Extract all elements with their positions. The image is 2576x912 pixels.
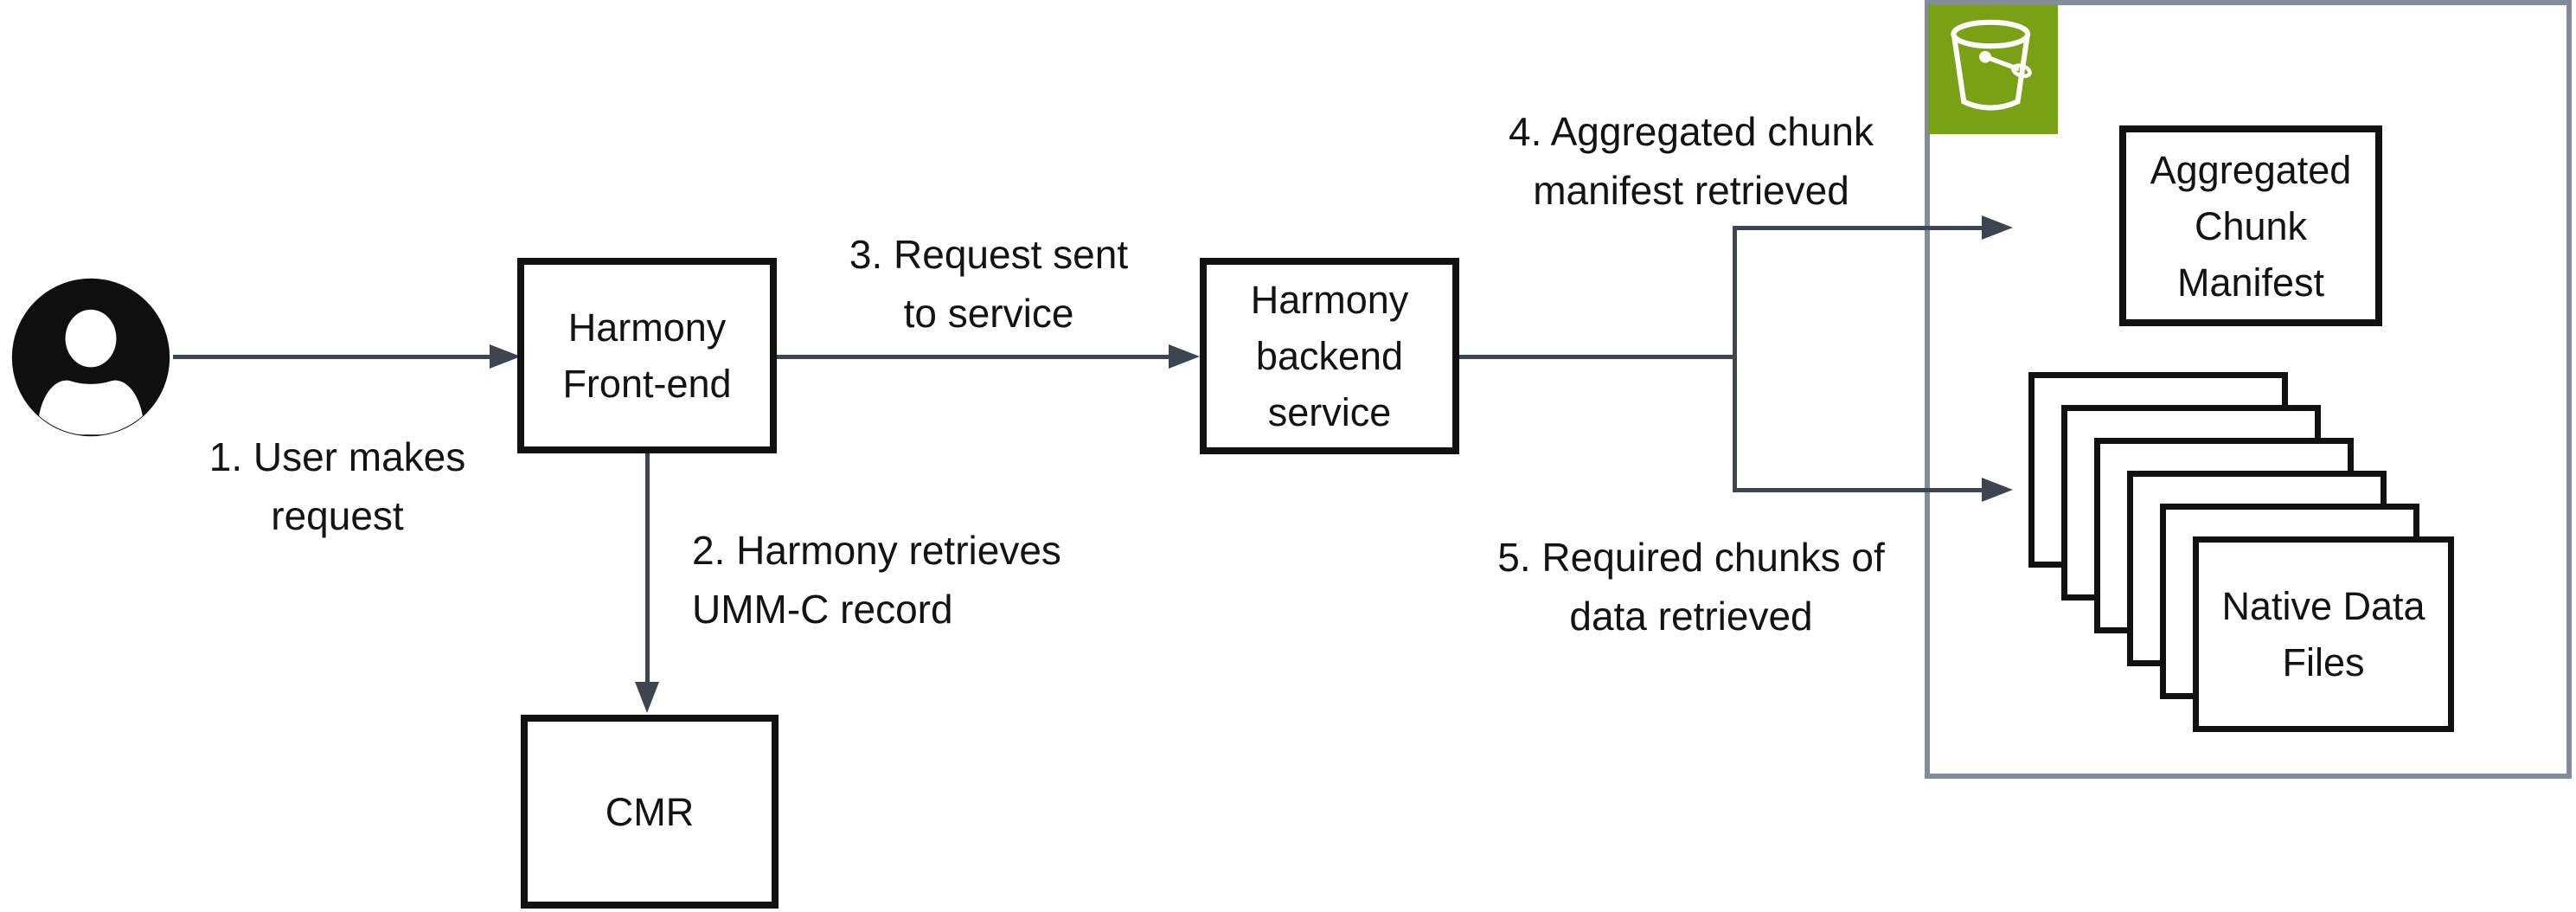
step-label-line: 3. Request sent [849, 232, 1129, 277]
step-label-line: to service [903, 291, 1074, 336]
s3-bucket-icon [1928, 4, 2058, 134]
step3-label: 3. Request sent to service [816, 225, 1162, 343]
step-label-line: request [271, 493, 404, 538]
user-icon [11, 278, 170, 437]
node-label-line: Aggregated [2150, 147, 2352, 192]
node-label-line: service [1267, 390, 1392, 434]
step-label-line: 4. Aggregated chunk [1509, 109, 1874, 154]
node-label-line: backend [1255, 334, 1404, 378]
step-label-line: UMM-C record [692, 587, 953, 632]
step-label-line: manifest retrieved [1533, 168, 1849, 213]
arrow-frontend-to-backend [777, 355, 1169, 359]
connector-backend-to-branch [1459, 355, 1737, 359]
node-label-line: Harmony [567, 305, 727, 350]
step1-label: 1. User makes request [121, 427, 554, 545]
cmr-node: CMR [521, 715, 779, 909]
step2-label: 2. Harmony retrieves UMM-C record [692, 521, 1176, 639]
step5-label: 5. Required chunks of data retrieved [1471, 528, 1912, 645]
node-label-line: Native Data [2221, 584, 2425, 628]
branch-vertical-connector [1733, 226, 1737, 492]
step-label-line: 2. Harmony retrieves [692, 528, 1061, 573]
node-label-line: Manifest [2176, 260, 2325, 305]
step4-label: 4. Aggregated chunk manifest retrieved [1471, 102, 1912, 220]
arrow-branch-to-manifest [1733, 226, 1982, 230]
arrowhead-right-icon [1982, 215, 2013, 240]
aggregated-chunk-manifest-node: Aggregated Chunk Manifest [2119, 125, 2382, 326]
node-label-line: Chunk [2194, 203, 2308, 248]
arrow-frontend-to-cmr [645, 453, 650, 682]
arrowhead-right-icon [490, 344, 521, 369]
node-label-line: Harmony [1250, 278, 1409, 322]
node-label-line: Front-end [562, 362, 732, 406]
step-label-line: 5. Required chunks of [1497, 535, 1885, 580]
step-label-line: data retrieved [1569, 594, 1813, 639]
arrowhead-down-icon [635, 682, 659, 713]
harmony-frontend-node: Harmony Front-end [517, 258, 777, 453]
arrowhead-right-icon [1982, 478, 2013, 502]
node-label-line: Files [2282, 640, 2365, 684]
native-data-files-node: Native Data Files [2193, 536, 2454, 732]
arrow-branch-to-native-files [1733, 488, 1982, 492]
step-label-line: 1. User makes [208, 434, 466, 479]
harmony-backend-service-node: Harmony backend service [1200, 258, 1459, 454]
node-label-line: CMR [605, 789, 695, 834]
arrowhead-right-icon [1169, 344, 1200, 369]
arrow-user-to-frontend [173, 355, 490, 359]
